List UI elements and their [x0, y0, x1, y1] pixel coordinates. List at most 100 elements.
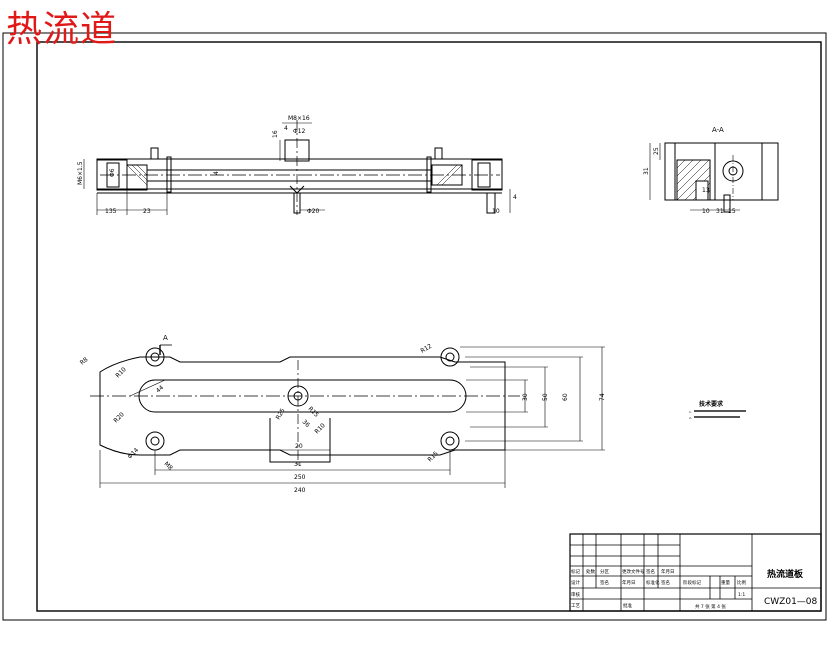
- dim-right-4: 4: [513, 194, 517, 201]
- front-view: [83, 120, 511, 215]
- tb-weight-label: 重量: [721, 579, 730, 586]
- plan-leader-44: [129, 379, 166, 397]
- tb-row-process: 工艺: [571, 603, 580, 609]
- plan-sprue-pocket: [269, 418, 331, 463]
- sec-dim-15: 15: [728, 208, 736, 215]
- plan-channel-slot: [138, 379, 467, 413]
- plan-dim-240: 240: [294, 487, 306, 494]
- plan-dim-r20: R20: [112, 411, 125, 424]
- plan-dim-36: 36: [301, 418, 311, 428]
- plan-dim-d14: Φ14: [126, 447, 140, 461]
- plan-dim-r10: R10: [114, 366, 127, 379]
- plan-dim-20: 20: [295, 443, 303, 450]
- plan-hole-tr: [440, 347, 460, 367]
- dim-left-height: M6×1.5: [77, 161, 84, 185]
- plan-hole-tl-inner: [150, 352, 160, 362]
- dim-23: 23: [143, 208, 151, 215]
- dim-right-10: 10: [492, 208, 500, 215]
- plan-hole-tr-inner: [445, 352, 455, 362]
- tech-req-item-1: 1.: [689, 410, 692, 414]
- plan-dim-44: 44: [155, 384, 165, 394]
- plan-dim-r15b: R15: [426, 450, 439, 463]
- watermark-text: 热流道: [6, 9, 118, 50]
- technical-requirements: 技术要求 1. 2.: [689, 400, 746, 420]
- left-plug: [126, 164, 148, 191]
- tech-req-item-2: 2.: [689, 416, 692, 420]
- tb-design-5: 签名: [661, 579, 670, 586]
- tech-req-item-2-text: [694, 416, 740, 418]
- section-pin: [723, 194, 731, 213]
- section-nozzle: [695, 180, 709, 201]
- plan-dim-50: 50: [542, 393, 549, 401]
- inner-frame: [36, 41, 822, 612]
- plan-dim-74: 74: [599, 393, 606, 401]
- tb-scale-label: 比例: [737, 579, 746, 586]
- tb-header-5: 签名: [646, 568, 655, 575]
- plan-dim-60: 60: [562, 393, 569, 401]
- plan-dim-r15: R15: [307, 405, 320, 418]
- tech-req-item-1-text: [694, 410, 746, 412]
- left-hatch: [126, 164, 148, 186]
- right-slot: [426, 156, 432, 193]
- plan-dim-31: 31: [294, 461, 302, 468]
- tech-req-title: 技术要求: [699, 400, 724, 408]
- plan-dim-30: 30: [522, 393, 529, 401]
- plan-dim-m8: M8: [163, 460, 174, 471]
- tb-header-4: 更改文件号: [622, 568, 645, 575]
- tb-design-1: 设计: [571, 579, 580, 586]
- plan-dim-r12: R12: [420, 343, 434, 355]
- sec-dim-31b: 31: [716, 208, 724, 215]
- tb-drawing-number: CWZ01—08: [764, 597, 818, 607]
- section-arrow-label: A: [163, 334, 168, 342]
- right-locating-pin: [486, 192, 496, 214]
- tb-stage-label: 阶段标记: [683, 579, 701, 586]
- section-label: A-A: [712, 126, 724, 134]
- sec-dim-31: 31: [643, 167, 650, 175]
- title-block-frame: [569, 533, 822, 612]
- right-top-pin: [434, 147, 443, 160]
- plan-outline: [99, 356, 506, 456]
- tb-header-3: 分区: [600, 568, 609, 575]
- section-hatch-area: [676, 159, 711, 201]
- tb-design-4: 标准化: [646, 579, 660, 586]
- plan-dim-250: 250: [294, 474, 306, 481]
- dim-top-thread: M8×16: [288, 115, 310, 122]
- left-slot: [166, 156, 172, 193]
- section-outline: [664, 142, 779, 201]
- tb-design-2: 签名: [600, 579, 609, 586]
- front-view-labels: M8×16 Φ12 16 4 M6×1.5 Φ6 135 23 Φ20 10 4…: [77, 115, 517, 215]
- dim-inner-4: 4: [213, 171, 220, 175]
- title-block-text: 标记 处数 分区 更改文件号 签名 年月日 设计 签名 年月日 标准化 签名 审…: [571, 568, 818, 610]
- plan-hole-tl: [145, 347, 165, 367]
- dim-phi12: Φ12: [293, 128, 306, 135]
- dim-16: 16: [272, 130, 279, 138]
- plan-hole-br-inner: [445, 436, 455, 446]
- dim-4: 4: [284, 125, 288, 132]
- sec-dim-10: 10: [702, 208, 710, 215]
- plan-hole-bl: [145, 431, 165, 451]
- tb-sheet-info: 共 7 张 第 4 张: [695, 603, 726, 610]
- section-view-labels: A-A 31 25 10 31 15 13: [643, 126, 736, 215]
- tb-header-2: 处数: [586, 568, 595, 575]
- left-top-pin: [150, 147, 159, 160]
- sec-dim-13: 13: [702, 187, 710, 194]
- tb-header-1: 标记: [571, 568, 580, 575]
- dim-left-small: Φ6: [109, 168, 116, 177]
- tb-row-review: 审核: [571, 591, 580, 598]
- dim-135: 135: [105, 208, 117, 215]
- right-end-block: [471, 159, 503, 191]
- plan-view: [90, 344, 605, 488]
- tb-scale-value: 1:1: [738, 592, 745, 598]
- section-view: [649, 142, 779, 213]
- tb-row-approve: 批准: [623, 602, 632, 609]
- plan-dim-r8: R8: [79, 356, 90, 367]
- plan-dim-r10b: R10: [313, 422, 326, 435]
- plan-hole-br: [440, 431, 460, 451]
- plan-hole-bl-inner: [150, 436, 160, 446]
- tb-part-name: 热流道板: [767, 568, 804, 580]
- tb-design-3: 年月日: [622, 579, 636, 586]
- sec-dim-25: 25: [653, 147, 660, 155]
- title-block: [569, 533, 822, 612]
